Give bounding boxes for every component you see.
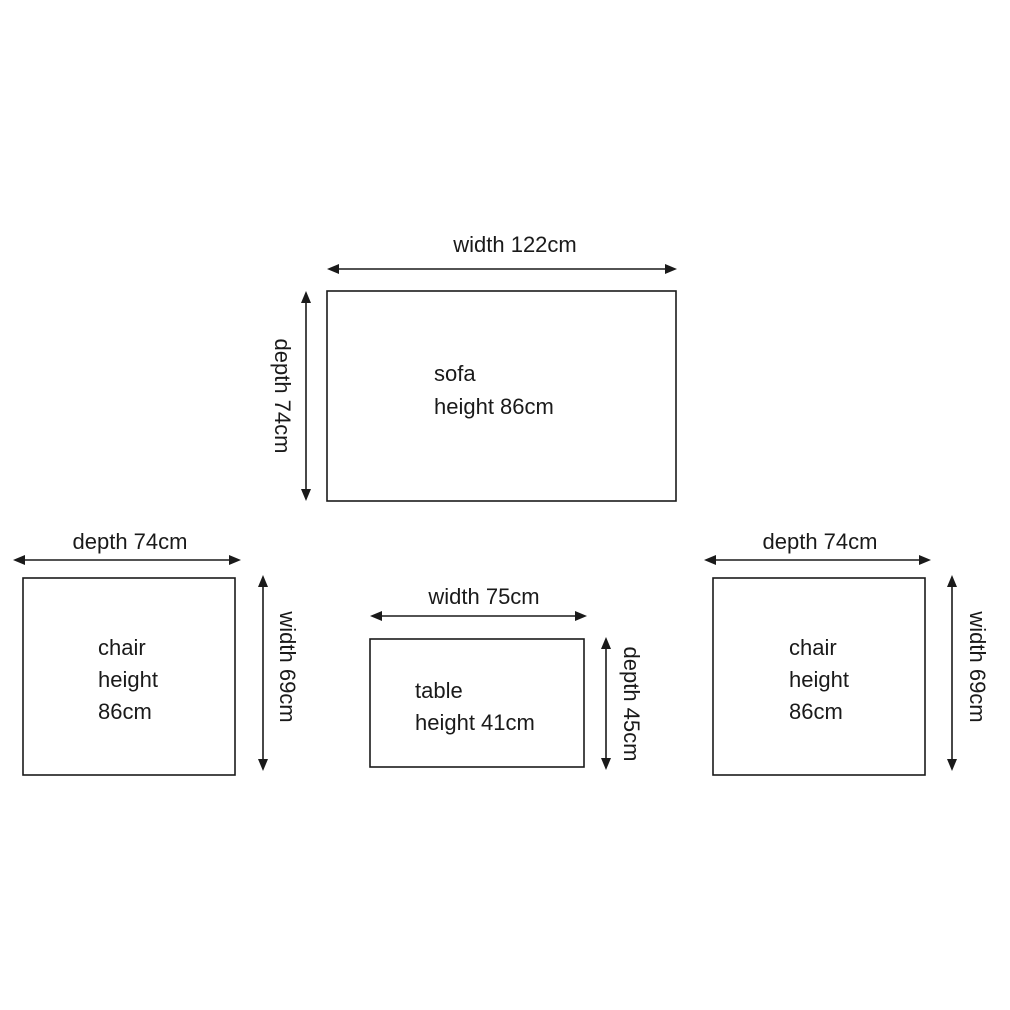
chair-right-width-label: width 69cm [965,610,990,722]
table-box [369,638,585,768]
chair-left-line1: chair [98,635,146,660]
sofa-height: height 86cm [434,394,554,419]
chair-left-box [22,577,236,776]
chair-right-depth-label: depth 74cm [763,529,878,554]
chair-left-depth-arrow [13,555,241,565]
table-width-arrow [370,611,587,621]
sofa-depth-arrow [301,291,311,501]
sofa-name: sofa [434,361,476,386]
table-depth-label: depth 45cm [619,647,644,762]
chair-right-depth-arrow [704,555,931,565]
chair-left-depth-label: depth 74cm [73,529,188,554]
chair-left-line2: height [98,667,158,692]
chair-right-box [712,577,926,776]
chair-right-width-arrow [947,575,957,771]
sofa-width-arrow [327,264,677,274]
chair-left-group: chair height 86cm depth 74cm width 69cm [13,529,300,776]
table-depth-arrow [601,637,611,770]
chair-right-line2: height [789,667,849,692]
sofa-depth-label: depth 74cm [270,339,295,454]
sofa-width-label: width 122cm [452,232,577,257]
chair-left-line3: 86cm [98,699,152,724]
chair-right-group: chair height 86cm depth 74cm width 69cm [704,529,990,776]
chair-left-width-arrow [258,575,268,771]
chair-right-line3: 86cm [789,699,843,724]
table-name: table [415,678,463,703]
chair-right-line1: chair [789,635,837,660]
table-height: height 41cm [415,710,535,735]
table-width-label: width 75cm [427,584,539,609]
sofa-box [326,290,677,502]
sofa-group: sofa height 86cm width 122cm depth 74cm [270,232,677,502]
table-group: table height 41cm width 75cm depth 45cm [369,584,644,770]
chair-left-width-label: width 69cm [275,610,300,722]
